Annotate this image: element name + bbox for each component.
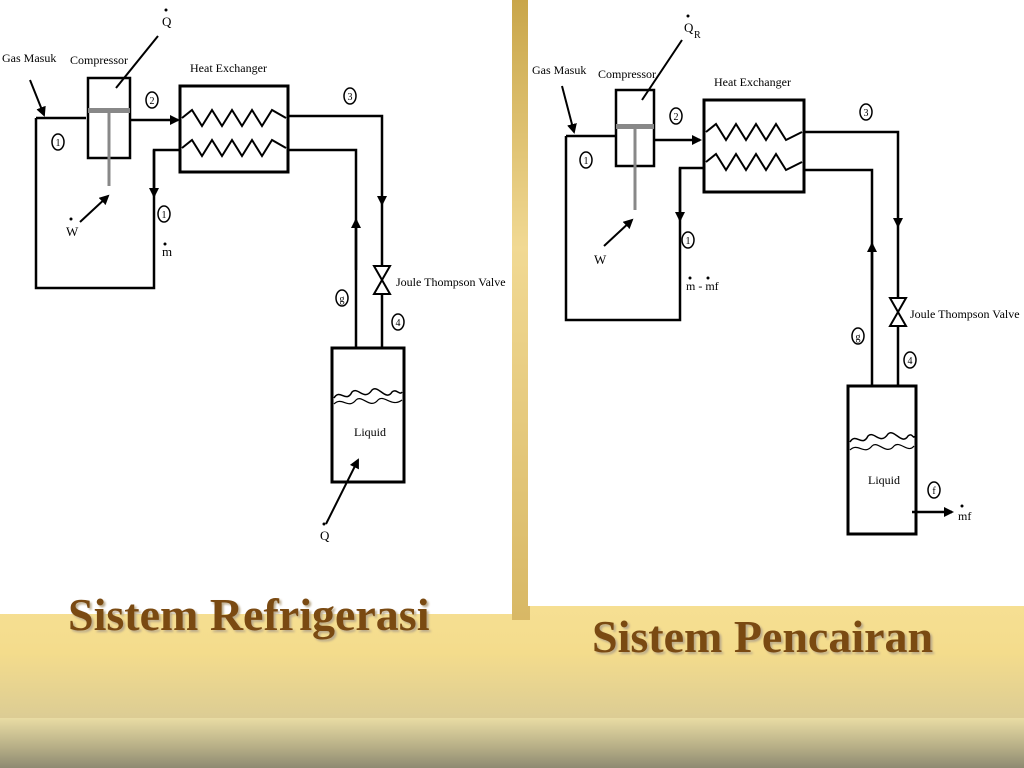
q-top-label: Q [162,14,172,29]
svg-text:3: 3 [348,92,353,103]
refrigeration-diagram-panel: 1 2 3 1 4 g Gas Masuk Compressor Heat Ex… [0,0,512,614]
node-g: g [335,289,349,307]
out-flow-label: mf [958,509,971,523]
refrigeration-diagram: 1 2 3 1 4 g Gas Masuk Compressor Heat Ex… [2,8,506,543]
work-label: W [594,252,607,267]
flow-label: m [162,244,172,259]
right-title: Sistem Pencairan [592,611,934,662]
svg-text:1: 1 [584,156,589,167]
footer-band [0,718,1024,768]
node-1-return: 1 [681,231,695,249]
node-4: 4 [391,313,405,331]
svg-text:2: 2 [150,96,155,107]
joule-thompson-valve [372,265,392,295]
compressor-label: Compressor [70,53,128,67]
liquefaction-diagram-panel: 1 2 3 1 4 g f Gas Masuk Compressor Heat … [528,0,1024,606]
liquid-tank [846,384,918,536]
compressor-label: Compressor [598,67,656,81]
node-4: 4 [903,351,917,369]
work-label: W [66,224,79,239]
svg-text:1: 1 [686,236,691,247]
heat-exchanger-label: Heat Exchanger [714,75,791,89]
svg-text:1: 1 [162,210,167,221]
node-2: 2 [145,91,159,109]
svg-text:1: 1 [56,138,61,149]
q-bottom-label: Q [320,528,330,543]
svg-text:4: 4 [396,318,401,329]
node-2: 2 [669,107,683,125]
liquefaction-diagram: 1 2 3 1 4 g f Gas Masuk Compressor Heat … [532,14,1020,536]
compressor-tank [34,118,156,290]
node-1-return: 1 [157,205,171,223]
valve-label: Joule Thompson Valve [910,307,1020,321]
svg-text:4: 4 [908,356,913,367]
heat-exchanger [178,84,290,174]
compressor-tank [564,136,682,322]
svg-text:3: 3 [864,108,869,119]
flow-label: m - mf [686,279,719,293]
node-f: f [927,481,941,499]
node-3: 3 [343,87,357,105]
liquid-label: Liquid [868,473,900,487]
svg-text:g: g [856,332,861,343]
q-subscript-label: R [694,30,701,41]
gas-in-label: Gas Masuk [532,63,586,77]
gas-in-label: Gas Masuk [2,51,56,65]
valve-label: Joule Thompson Valve [396,275,506,289]
background-stripe [512,0,530,620]
q-top-label: Q [684,20,694,35]
svg-text:2: 2 [674,112,679,123]
node-g: g [851,327,865,345]
node-1-top: 1 [579,151,593,169]
joule-thompson-valve [888,297,908,327]
svg-text:g: g [340,294,345,305]
svg-text:f: f [932,486,936,497]
left-title: Sistem Refrigerasi [68,589,430,640]
liquid-label: Liquid [354,425,386,439]
node-3: 3 [859,103,873,121]
heat-exchanger-label: Heat Exchanger [190,61,267,75]
node-1-top: 1 [51,133,65,151]
heat-exchanger [702,98,806,194]
liquid-tank [330,346,406,484]
